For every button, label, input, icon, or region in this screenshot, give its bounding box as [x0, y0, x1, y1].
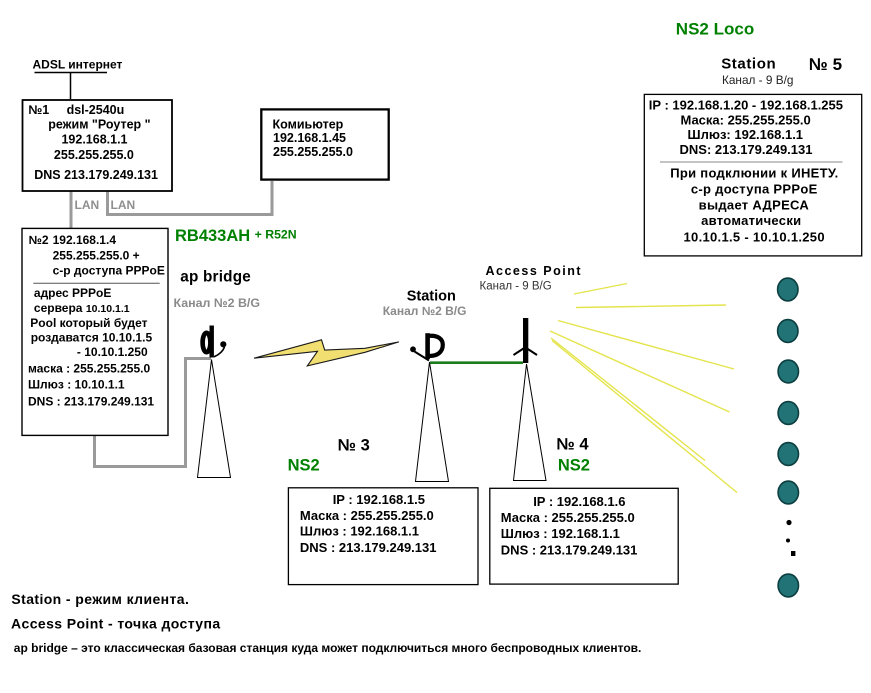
svg-text:№ 5: № 5	[809, 55, 842, 74]
svg-text:адрес PPPoE: адрес PPPoE	[34, 286, 112, 300]
svg-text:№1: №1	[28, 103, 49, 117]
svg-text:NS2: NS2	[558, 456, 590, 474]
svg-text:Канал - 9 B/g: Канал - 9 B/g	[722, 73, 793, 87]
svg-text:255.255.255.0: 255.255.255.0	[54, 148, 134, 162]
svg-text:255.255.255.0: 255.255.255.0	[273, 145, 353, 159]
svg-text:режим "Роутер ": режим "Роутер "	[48, 118, 150, 132]
svg-text:№ 3: № 3	[338, 437, 370, 455]
svg-text:Маска : 255.255.255.0: Маска : 255.255.255.0	[501, 510, 635, 525]
svg-text:Шлюз : 10.10.1.1: Шлюз : 10.10.1.1	[28, 378, 125, 392]
svg-text:Pool который будет: Pool который будет	[30, 316, 147, 330]
svg-text:Station: Station	[407, 289, 456, 305]
svg-text:ap bridge: ap bridge	[180, 268, 251, 285]
svg-text:Station: Station	[721, 56, 776, 73]
svg-text:автоматически: автоматически	[701, 213, 801, 228]
svg-text:NS2: NS2	[288, 457, 320, 475]
svg-text:IP : 192.168.1.20 - 192.168.1.: IP : 192.168.1.20 - 192.168.1.255	[649, 98, 843, 113]
svg-text:роздаватся 10.10.1.5: роздаватся 10.10.1.5	[31, 330, 153, 344]
svg-text:Шлюз : 192.168.1.1: Шлюз : 192.168.1.1	[300, 524, 419, 539]
svg-text:DNS: 213.179.249.131: DNS: 213.179.249.131	[680, 142, 813, 157]
svg-text:LAN: LAN	[75, 198, 100, 212]
svg-text:IP : 192.168.1.5: IP : 192.168.1.5	[333, 492, 425, 507]
svg-text:DNS 213.179.249.131: DNS 213.179.249.131	[34, 168, 158, 182]
svg-text:При подклюнии к ИНЕТУ.: При подклюнии к ИНЕТУ.	[670, 166, 838, 181]
svg-text:DNS : 213.179.249.131: DNS : 213.179.249.131	[28, 395, 154, 409]
svg-text:+ R52N: + R52N	[255, 228, 297, 242]
svg-text:№ 4: № 4	[556, 436, 589, 454]
svg-text:192.168.1.45: 192.168.1.45	[273, 131, 346, 145]
svg-text:192.168.1.1: 192.168.1.1	[61, 132, 127, 146]
svg-text:Канал №2 B/G: Канал №2 B/G	[383, 304, 467, 318]
svg-text:№2: №2	[29, 233, 49, 247]
svg-text:Access Point - точка доступа: Access Point - точка доступа	[11, 616, 221, 632]
svg-text:Канал №2 B/G: Канал №2 B/G	[174, 296, 260, 310]
svg-text:выдает АДРЕСА: выдает АДРЕСА	[699, 198, 810, 213]
svg-text:Маска : 255.255.255.0: Маска : 255.255.255.0	[300, 508, 434, 523]
svg-text:маска : 255.255.255.0: маска : 255.255.255.0	[28, 362, 150, 376]
svg-text:255.255.255.0 +: 255.255.255.0 +	[53, 248, 140, 262]
svg-text:сервера 10.10.1.1: сервера 10.10.1.1	[34, 301, 130, 315]
svg-text:Комиьютер: Комиьютер	[273, 118, 344, 132]
svg-text:Station - режим клиента.: Station - режим клиента.	[11, 591, 189, 607]
svg-text:Шлюз : 192.168.1.1: Шлюз : 192.168.1.1	[501, 526, 620, 541]
svg-text:с-р доступа PPPoE: с-р доступа PPPoE	[53, 263, 165, 277]
svg-text:NS2 Loco: NS2 Loco	[676, 20, 754, 39]
svg-text:IP : 192.168.1.6: IP : 192.168.1.6	[533, 494, 625, 509]
svg-text:ADSL интернет: ADSL интернет	[33, 58, 123, 72]
svg-text:RB433AH: RB433AH	[175, 227, 250, 245]
svg-text:Маска: 255.255.255.0: Маска: 255.255.255.0	[680, 112, 810, 127]
svg-text:DNS : 213.179.249.131: DNS : 213.179.249.131	[300, 540, 437, 555]
svg-text:192.168.1.4: 192.168.1.4	[53, 233, 117, 247]
svg-text:ap bridge – это классическая б: ap bridge – это классическая базовая ста…	[14, 641, 642, 655]
svg-text:Шлюз: 192.168.1.1: Шлюз: 192.168.1.1	[688, 127, 804, 142]
svg-text:LAN: LAN	[111, 198, 136, 212]
svg-text:dsl-2540u: dsl-2540u	[67, 103, 125, 117]
svg-text:10.10.1.5 - 10.10.1.250: 10.10.1.5 - 10.10.1.250	[684, 229, 825, 244]
svg-text:DNS : 213.179.249.131: DNS : 213.179.249.131	[501, 542, 638, 557]
svg-text:Канал - 9 B/G: Канал - 9 B/G	[480, 280, 552, 292]
svg-text:с-р доступа PPPoE: с-р доступа PPPoE	[691, 181, 818, 196]
svg-text:- 10.10.1.250: - 10.10.1.250	[77, 345, 148, 359]
svg-text:Access Point: Access Point	[486, 264, 583, 278]
